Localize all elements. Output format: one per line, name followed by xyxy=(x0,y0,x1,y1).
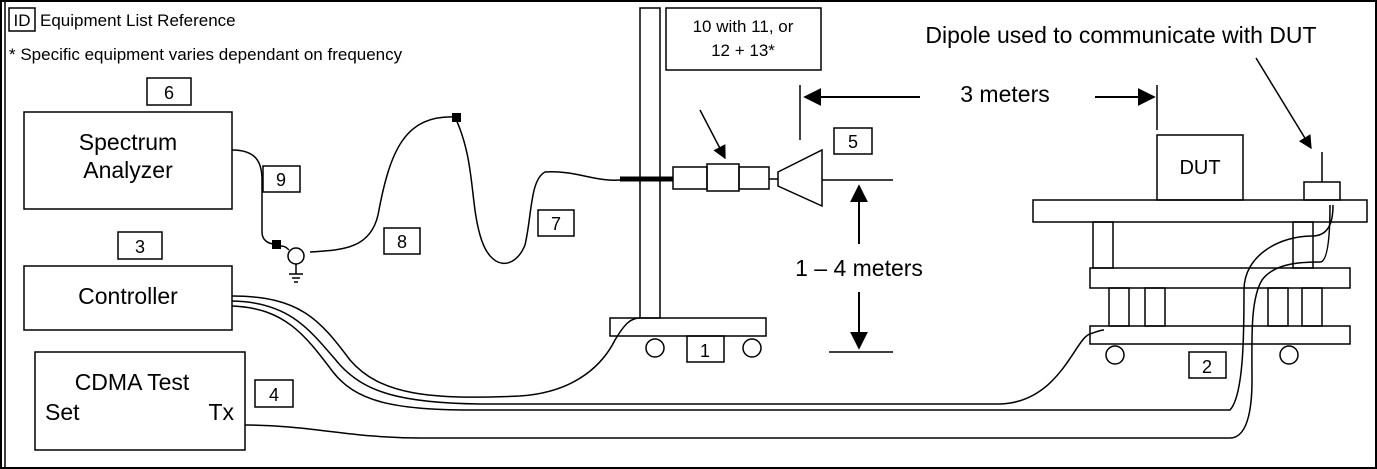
rf-chain xyxy=(672,148,823,208)
spectrum-analyzer: 6 Spectrum Analyzer xyxy=(23,77,233,210)
antenna-mast xyxy=(609,7,767,358)
cable-7-id: 7 xyxy=(551,214,561,234)
mast-pole xyxy=(639,7,661,319)
table-wheel-left xyxy=(1105,345,1125,365)
spectrum-analyzer-line2: Analyzer xyxy=(83,157,173,183)
legend: ID Equipment List Reference * Specific e… xyxy=(8,7,403,64)
spectrum-analyzer-box xyxy=(23,111,233,210)
legend-id-box xyxy=(8,7,36,32)
table-leg-left2-lower xyxy=(1144,287,1166,327)
cdma-test-set-line2-left: Set xyxy=(45,399,80,425)
turntable-id-box xyxy=(1188,351,1227,379)
cdma-test-set-line1: CDMA Test xyxy=(75,369,190,395)
mast-base xyxy=(609,317,767,337)
spectrum-analyzer-id: 6 xyxy=(164,83,174,103)
dipole-pointer-arrow xyxy=(1255,57,1312,150)
dipole-label: Dipole used to communicate with DUT xyxy=(925,22,1316,48)
cdma-test-set-box xyxy=(34,351,246,451)
cable-tx-dipole xyxy=(244,204,1331,439)
horn-antenna-id-box xyxy=(833,127,873,155)
dut-box xyxy=(1156,134,1244,201)
table-leg-left-lower xyxy=(1108,287,1130,327)
horn-antenna-id: 5 xyxy=(848,132,858,152)
ground-icon xyxy=(280,245,305,283)
rf-chain-block-2 xyxy=(706,163,740,192)
distance-label: 3 meters xyxy=(960,81,1049,107)
cable-8-id-box xyxy=(383,227,421,255)
cable-8-id: 8 xyxy=(397,232,407,252)
controller-box xyxy=(23,265,233,331)
legend-id-label: ID xyxy=(14,11,31,30)
rf-cable-path xyxy=(231,116,621,264)
cdma-test-set-id-box xyxy=(254,379,294,408)
cable-controller-turntable-a xyxy=(231,300,1105,405)
mast-id-box xyxy=(686,335,725,363)
height-dimension xyxy=(822,179,893,353)
controller-id: 3 xyxy=(135,237,145,257)
cable-7-id-box xyxy=(537,209,575,237)
table-middle-shelf xyxy=(1089,267,1351,289)
cdma-test-set-id: 4 xyxy=(269,385,279,405)
table-leg-right2-lower xyxy=(1267,287,1289,327)
dut-label: DUT xyxy=(1179,157,1220,179)
connector-top xyxy=(452,113,461,122)
mast-wheel-right xyxy=(742,338,762,358)
controller: 3 Controller xyxy=(23,231,233,331)
cable-controller-turntable-b xyxy=(231,204,1334,411)
rf-chain-note-box xyxy=(665,7,822,71)
spectrum-analyzer-line1: Spectrum xyxy=(79,129,177,155)
horn-antenna xyxy=(777,148,823,208)
dipole-antenna xyxy=(1303,152,1341,201)
rf-chain-block-3 xyxy=(738,166,770,190)
table-leg-left-upper xyxy=(1092,221,1114,269)
cable-9 xyxy=(231,149,276,245)
distance-dimension xyxy=(799,85,1158,140)
table-base xyxy=(1089,325,1351,345)
rf-chain-pointer-arrow xyxy=(699,109,726,160)
cable-9-id: 9 xyxy=(276,170,286,190)
cdma-test-set: CDMA Test Set Tx 4 xyxy=(34,351,294,451)
legend-note: * Specific equipment varies dependant on… xyxy=(9,45,403,64)
table-top xyxy=(1032,199,1368,223)
rf-chain-note-line2: 12 + 13* xyxy=(711,41,775,60)
rf-chain-block-1 xyxy=(672,166,708,190)
legend-title: Equipment List Reference xyxy=(40,11,236,30)
mast-wheel-left xyxy=(645,338,665,358)
turntable xyxy=(1032,199,1368,365)
rf-chain-note-line1: 10 with 11, or xyxy=(693,17,794,36)
controller-label: Controller xyxy=(78,283,178,309)
cdma-test-set-line2-right: Tx xyxy=(208,399,234,425)
cable-controller-mast xyxy=(231,295,641,398)
cable-8-7 xyxy=(309,116,621,264)
mast-id: 1 xyxy=(700,341,710,361)
spectrum-analyzer-id-box xyxy=(146,77,192,106)
controller-id-box xyxy=(117,231,163,260)
cable-9-id-box xyxy=(262,165,301,193)
table-wheel-right xyxy=(1279,345,1299,365)
height-label: 1 – 4 meters xyxy=(795,255,923,281)
connector-left xyxy=(272,240,281,249)
turntable-id: 2 xyxy=(1202,357,1212,377)
table-leg-right-lower xyxy=(1301,287,1323,327)
dipole-base xyxy=(1303,181,1341,201)
table-leg-right-upper xyxy=(1292,221,1314,269)
